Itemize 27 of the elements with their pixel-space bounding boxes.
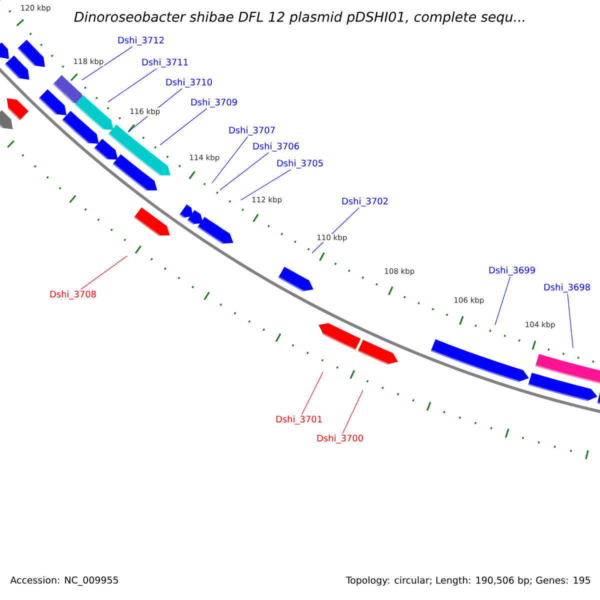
gene-label: Dshi_3711	[142, 58, 188, 68]
topology-text: Topology: circular; Length: 190,506 bp; Genes: 195	[346, 576, 590, 586]
accession-text: Accession: NC_009955	[10, 576, 118, 586]
leader-line	[80, 256, 128, 290]
gene-label: Dshi_3698	[544, 284, 590, 292]
gene-label: Dshi_3705	[277, 160, 323, 168]
leader-line	[240, 169, 292, 200]
gene-label: Dshi_3707	[229, 126, 275, 136]
leader-line	[220, 152, 269, 190]
gene-label: Dshi_3710	[166, 78, 212, 88]
gene-label: Dshi_3699	[489, 266, 535, 276]
gene-label: Dshi_3708	[50, 290, 96, 300]
leader-line	[302, 372, 324, 415]
gene-label: Dshi_3712	[118, 36, 164, 46]
gene-label: Dshi_3702	[342, 198, 388, 206]
leader-line	[494, 276, 511, 326]
leader-line	[342, 390, 364, 434]
leader-line	[212, 136, 248, 184]
title: Dinoroseobacter shibae DFL 12 plasmid pDSHI01, complete sequ...	[74, 12, 524, 24]
gene-label: Dshi_3706	[253, 142, 299, 152]
leader-line	[82, 46, 133, 80]
leader-line	[160, 108, 208, 146]
gene-label: Dshi_3701	[276, 416, 322, 424]
leader-line	[567, 293, 574, 348]
gene-label: Dshi_3709	[191, 98, 237, 108]
gene-label: Dshi_3700	[317, 434, 363, 444]
leader-line	[108, 68, 158, 102]
